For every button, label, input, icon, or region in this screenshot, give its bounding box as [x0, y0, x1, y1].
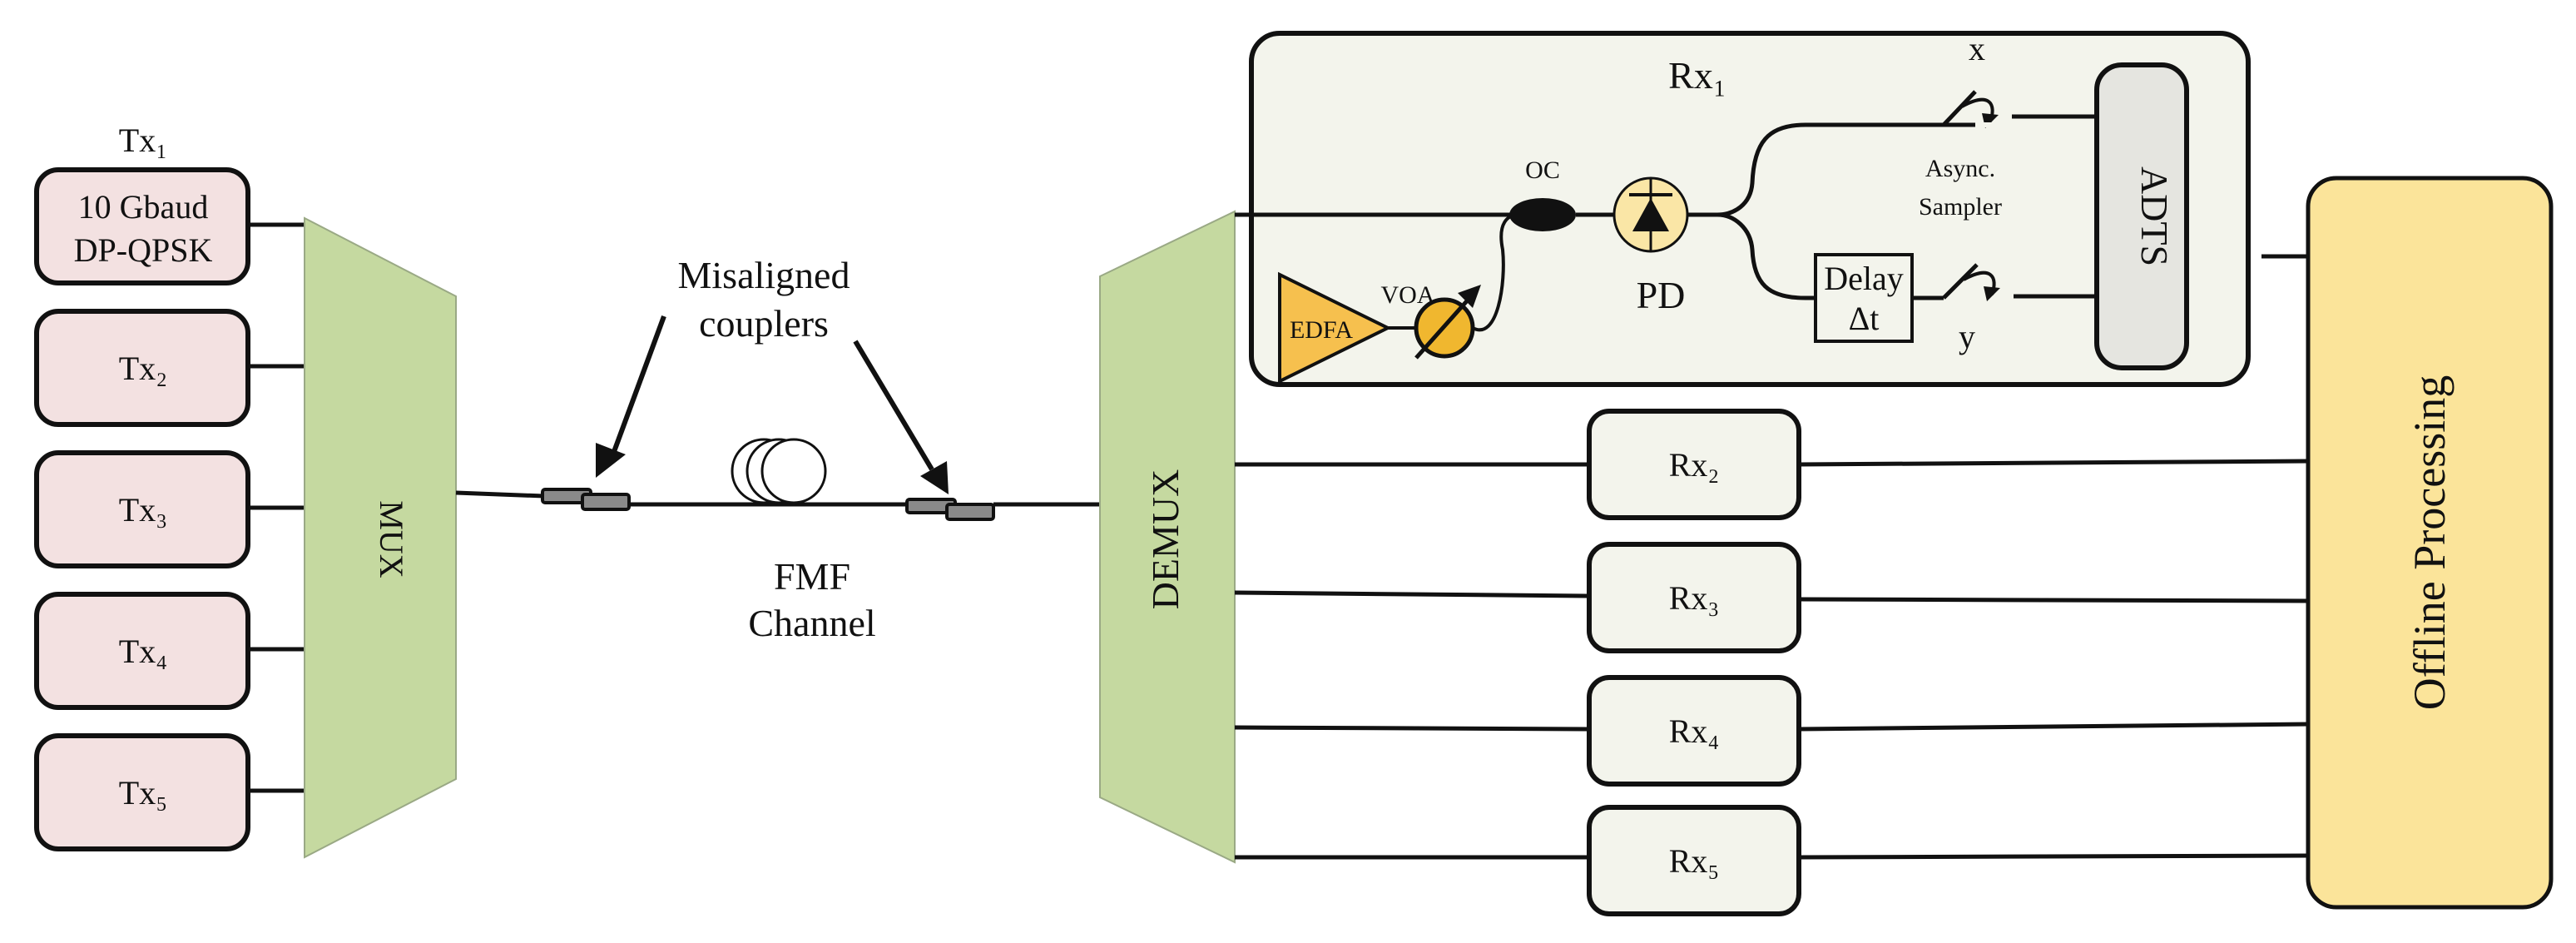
edfa-label: EDFA [1290, 316, 1353, 344]
arrow-right-line [853, 340, 934, 471]
branch-y-line [1717, 212, 1816, 300]
rx5-box [1587, 805, 1801, 916]
photodiode-triangle [1632, 198, 1669, 231]
tx2-label: Tx₂ [119, 350, 167, 387]
tx1-top-label: Tx₁ [119, 122, 167, 159]
arrow-left-head [596, 443, 626, 478]
switch-y-arrow-icon [1984, 286, 2000, 301]
x-label: x [1969, 30, 1985, 67]
sampler-label-line1: Async. [1925, 155, 1995, 182]
fmf-label-line1: FMF [774, 555, 850, 598]
optical-coupler-icon [1509, 198, 1576, 231]
mux: MUX [304, 216, 457, 859]
offline-processing: Offline Processing [2306, 176, 2554, 910]
demux-label: DEMUX [1144, 469, 1186, 610]
rx3-label: Rx₃ [1669, 579, 1720, 617]
branch-x-line [1687, 122, 2012, 217]
arrow-left-line [610, 315, 666, 458]
sampler-label-line2: Sampler [1919, 193, 2002, 221]
mux-label: MUX [373, 500, 410, 578]
rx4-box [1587, 675, 1801, 787]
voa-arrow-head [1458, 285, 1481, 308]
switch-y-blade [1942, 263, 1979, 300]
rx3-box [1587, 542, 1801, 653]
coupler-right-b [945, 503, 995, 521]
y-label: y [1959, 318, 1975, 355]
tx4-label: Tx₄ [119, 633, 167, 670]
voa-to-oc-fiber [1472, 212, 1523, 332]
pd-label: PD [1637, 274, 1686, 316]
rx4-in-link [1234, 725, 1590, 732]
tx3-label: Tx₃ [119, 491, 167, 529]
voa-arrow-line [1414, 295, 1473, 360]
tx5-label: Tx₅ [119, 774, 167, 811]
tx1-line1: 10 Gbaud [78, 188, 209, 226]
switch-x-blade [1942, 90, 1977, 127]
delay-label-line2: Δt [1849, 300, 1880, 337]
fmf-label-line2: Channel [748, 602, 875, 644]
arrow-right-head [920, 461, 949, 494]
delay-label-line1: Delay [1824, 260, 1904, 297]
rx5-label: Rx₅ [1669, 842, 1720, 880]
oc-label: OC [1525, 156, 1560, 184]
tx1-line2: DP-QPSK [74, 231, 213, 269]
demux-block [1099, 210, 1236, 864]
adts-box [2094, 62, 2189, 370]
receiver-group: Rx₂ Rx₃ Rx₄ Rx₅ [1234, 409, 2311, 916]
mux-output-fiber [455, 490, 545, 499]
rx2-label: Rx₂ [1669, 446, 1720, 484]
adts-label: ADTS [2133, 166, 2176, 266]
rx3-out-link [1798, 597, 2311, 603]
fmf-channel: Misaligned couplers FMF Channel [455, 254, 1100, 644]
rx2-out-link [1798, 459, 2311, 467]
coupler-left-b [581, 493, 631, 511]
rx4-label: Rx₄ [1669, 712, 1720, 750]
demux: DEMUX [1099, 210, 1236, 864]
transmitter-group: Tx₁ 10 Gbaud DP-QPSK Tx₂ Tx₃ Tx₄ Tx₅ [34, 122, 306, 851]
mux-block [304, 216, 457, 859]
rx1-title: Rx₁ [1668, 54, 1726, 97]
edfa-amplifier-icon [1278, 271, 1392, 385]
rx3-in-link [1234, 590, 1590, 598]
delay-box [1814, 253, 1914, 343]
rx4-out-link [1798, 722, 2311, 732]
couplers-label-line1: Misaligned [678, 254, 850, 296]
offline-processing-box [2306, 176, 2554, 910]
rx1-panel: Rx₁ EDFA VOA OC PD Delay Δt [1235, 30, 2251, 387]
couplers-label-line2: couplers [699, 302, 829, 345]
rx5-out-link [1798, 853, 2311, 860]
fiber-spool-icon [731, 438, 827, 504]
offline-processing-label: Offline Processing [2405, 375, 2455, 710]
